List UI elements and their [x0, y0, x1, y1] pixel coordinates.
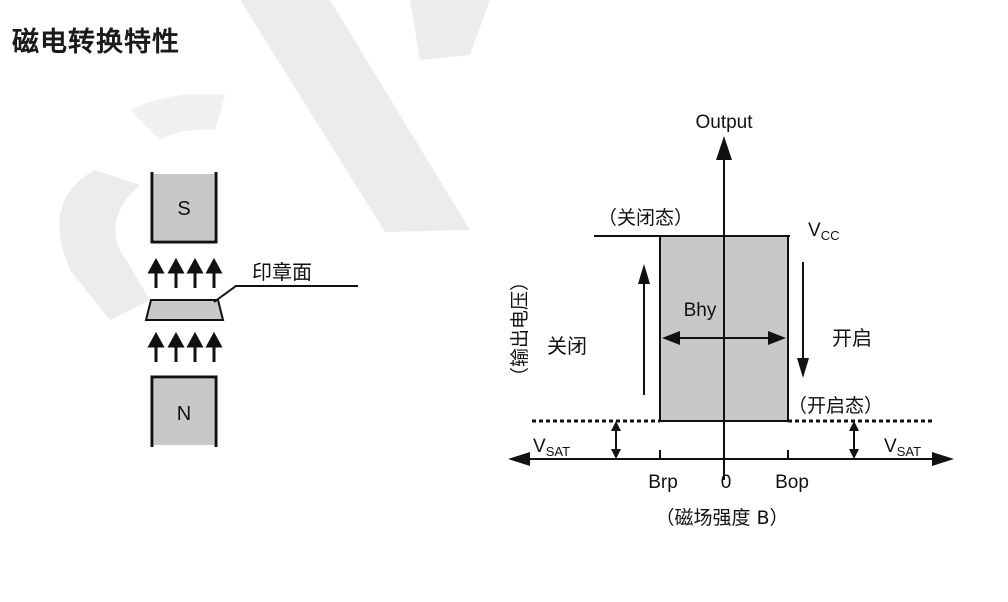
field-arrows-lower: [147, 331, 223, 362]
output-label: Output: [695, 112, 753, 133]
vsat-gap-arrow-right: [849, 421, 859, 459]
vsat-gap-arrow-left: [611, 421, 621, 459]
vsat-label-left: VSAT: [533, 436, 570, 459]
watermark-stroke-left: [240, 0, 470, 232]
vcc-label: VCC: [808, 220, 839, 243]
bhy-arrowhead-right: [768, 331, 786, 345]
s-magnet-frame: [150, 172, 218, 244]
closed-state-label: （关闭态）: [598, 207, 693, 229]
x-axis-arrowhead-left: [508, 452, 530, 466]
y-axis-arrowhead: [716, 136, 732, 160]
x-axis-arrowhead-right: [932, 452, 954, 466]
bhy-label: Bhy: [684, 300, 717, 321]
vsat-label-right: VSAT: [884, 436, 921, 459]
open-state-label: （开启态）: [788, 395, 883, 417]
magnet-illustration: S 印章面 N: [144, 172, 358, 447]
n-magnet-frame: [150, 375, 218, 447]
seal-leader-line: [213, 285, 358, 303]
bop-label: Bop: [775, 472, 809, 493]
x-axis-label: （磁场强度 B）: [655, 507, 788, 529]
opening-arrow-head: [797, 358, 809, 378]
s-magnet-body: [154, 174, 214, 240]
hall-sensor-chip: [144, 299, 225, 321]
page-title: 磁电转换特性: [12, 27, 180, 58]
seal-surface-label: 印章面: [252, 260, 312, 284]
y-axis-label: （输出电压）: [509, 272, 531, 386]
watermark-stroke-right: [410, 0, 490, 60]
closing-arrow-head: [638, 264, 650, 284]
hysteresis-graph: Output Bhy （关闭态） VCC: [508, 112, 954, 529]
watermark-arc: [59, 170, 151, 320]
field-arrows-upper: [147, 257, 223, 288]
brp-label: Brp: [648, 472, 678, 493]
n-pole-label: N: [177, 403, 191, 425]
zero-label: 0: [721, 472, 732, 493]
closed-label: 关闭: [547, 334, 587, 358]
watermark-arc-top: [130, 94, 225, 140]
s-pole-label: S: [177, 198, 190, 220]
n-magnet-body: [154, 379, 214, 445]
bhy-arrowhead-left: [662, 331, 680, 345]
open-label: 开启: [832, 326, 872, 350]
